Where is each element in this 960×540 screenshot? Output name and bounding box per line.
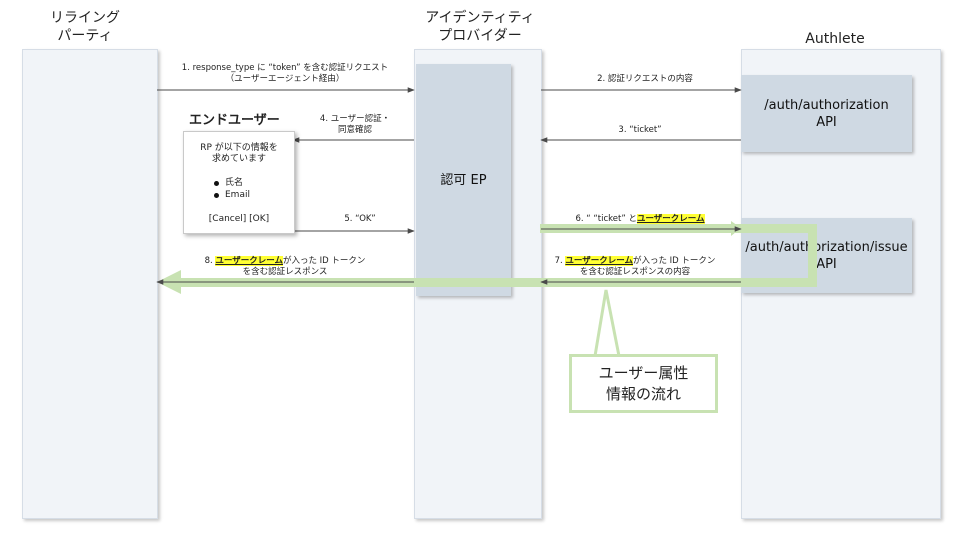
- message-7-label: 7. ユーザークレームが入った ID トークン を含む認証レスポンスの内容: [530, 256, 740, 278]
- consent-dialog: RP が以下の情報を 求めています 氏名 Email [Cancel] [OK]: [183, 131, 295, 234]
- message-8-prefix: 8.: [204, 256, 213, 266]
- consent-buttons: [Cancel] [OK]: [208, 214, 270, 224]
- authorization-api-line1: /auth/authorization: [764, 97, 889, 113]
- message-4-line1: 4. ユーザー認証・: [319, 114, 391, 124]
- message-7-highlight: ユーザークレーム: [565, 256, 633, 266]
- consent-line2: 求めています: [211, 154, 266, 164]
- idp-title-line1: アイデンティティ: [425, 10, 535, 26]
- callout-pointer: [593, 289, 621, 358]
- message-8-highlight: ユーザークレーム: [215, 256, 283, 266]
- message-6-prefix: 6. “ “ticket” と: [575, 214, 637, 224]
- message-7-prefix: 7.: [554, 256, 563, 266]
- message-1-line2: （ユーザーエージェント経由）: [225, 74, 345, 84]
- message-1-line1: 1. response_type に “token” を含む認証リクエスト: [181, 63, 389, 73]
- authorization-api-box: /auth/authorization API: [741, 75, 912, 152]
- message-4-label: 4. ユーザー認証・ 同意確認: [305, 114, 405, 136]
- idp-title: アイデンティティ プロバイダー: [400, 9, 560, 45]
- rp-lane: [22, 49, 158, 519]
- authlete-title: Authlete: [805, 31, 865, 47]
- rp-title-line1: リライング: [50, 10, 120, 26]
- issue-api-line1: /auth/authorization/issue: [745, 239, 908, 255]
- consent-line1: RP が以下の情報を: [200, 143, 278, 153]
- message-7-rest: が入った ID トークン: [632, 256, 716, 266]
- message-8-rest: が入った ID トークン: [282, 256, 366, 266]
- message-6-highlight: ユーザークレーム: [636, 214, 705, 224]
- authz-endpoint-box: 認可 EP: [416, 64, 511, 296]
- rp-title-line2: パーティ: [57, 28, 113, 44]
- message-6-label: 6. “ “ticket” とユーザークレーム: [545, 214, 735, 225]
- flow-band-lower: [176, 278, 817, 287]
- message-3-label: 3. “ticket”: [618, 125, 662, 135]
- callout-line1: ユーザー属性: [598, 363, 689, 382]
- message-8-line1: 8. ユーザークレームが入った ID トークン: [175, 256, 395, 267]
- issue-api-line2: API: [816, 256, 837, 272]
- user-attribute-flow-callout: ユーザー属性 情報の流れ: [569, 354, 718, 413]
- bullet-icon: [214, 193, 219, 198]
- message-4-line2: 同意確認: [337, 125, 372, 135]
- rp-title: リライング パーティ: [30, 9, 140, 45]
- idp-title-line2: プロバイダー: [438, 28, 522, 44]
- message-1-label: 1. response_type に “token” を含む認証リクエスト （ユ…: [165, 63, 405, 85]
- message-5-label: 5. “OK”: [344, 214, 376, 224]
- consent-item-name: 氏名: [214, 178, 243, 189]
- callout-line2: 情報の流れ: [605, 384, 681, 403]
- message-8-line2: を含む認証レスポンス: [242, 267, 328, 277]
- consent-item-email: Email: [214, 190, 250, 201]
- consent-item-label: 氏名: [225, 178, 244, 188]
- end-user-title: エンドユーザー: [189, 113, 280, 128]
- flow-band-right: [808, 224, 817, 286]
- bullet-icon: [214, 181, 219, 186]
- consent-item-label: Email: [225, 190, 250, 200]
- message-2-label: 2. 認証リクエストの内容: [597, 74, 693, 84]
- message-8-label: 8. ユーザークレームが入った ID トークン を含む認証レスポンス: [175, 256, 395, 278]
- message-7-line1: 7. ユーザークレームが入った ID トークン: [530, 256, 740, 267]
- message-7-line2: を含む認証レスポンスの内容: [579, 267, 691, 277]
- authorization-api-line2: API: [816, 114, 837, 130]
